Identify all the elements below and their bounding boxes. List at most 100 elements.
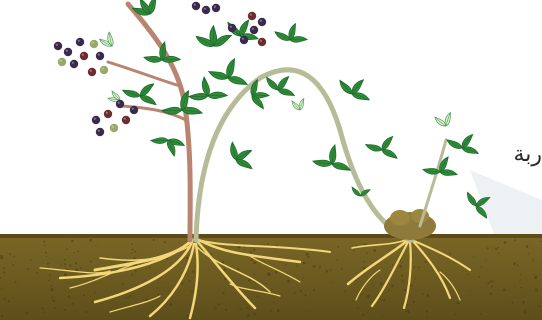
soil-surface-line <box>0 234 542 238</box>
soil-speckle <box>71 303 73 305</box>
soil-speckle <box>388 289 390 291</box>
berry-highlight <box>230 26 232 28</box>
soil-speckle <box>336 259 338 261</box>
soil-speckle <box>64 259 66 261</box>
soil-speckle <box>253 249 256 252</box>
soil-speckle <box>52 296 54 298</box>
soil-speckle <box>51 285 53 287</box>
berry-highlight <box>102 68 104 70</box>
soil-speckle <box>92 277 94 279</box>
soil-speckle <box>495 248 497 250</box>
arching-cane <box>196 70 412 240</box>
soil-speckle <box>300 290 302 292</box>
soil-speckle <box>166 258 168 260</box>
soil-speckle <box>415 278 417 280</box>
soil-speckle <box>169 303 172 306</box>
soil-speckle <box>237 268 239 270</box>
soil-speckle <box>313 265 316 268</box>
soil-speckle <box>218 303 220 305</box>
soil-speckle <box>50 278 51 279</box>
berry <box>122 116 130 124</box>
berry <box>116 100 124 108</box>
soil-speckle <box>74 252 75 253</box>
soil-speckle <box>179 241 180 242</box>
soil-speckle <box>454 313 456 315</box>
soil-speckle <box>520 274 522 276</box>
soil-speckle <box>490 293 493 296</box>
soil-speckle <box>30 259 32 261</box>
soil-speckle <box>128 297 129 298</box>
soil-speckle <box>353 250 355 252</box>
soil-speckle <box>253 261 256 264</box>
leaf <box>137 82 156 97</box>
soil-speckle <box>344 290 346 292</box>
berry <box>64 48 72 56</box>
berry <box>258 38 266 46</box>
soil-speckle <box>426 310 428 312</box>
leaf <box>202 77 209 96</box>
soil-speckle <box>131 243 133 245</box>
soil-speckle <box>358 278 359 279</box>
old-plant-stem <box>128 4 190 240</box>
soil-speckle <box>287 280 290 283</box>
soil-speckle <box>492 281 494 283</box>
berry-highlight <box>78 40 80 42</box>
soil-speckle <box>294 292 296 294</box>
soil-speckle <box>373 249 376 252</box>
soil-speckle <box>42 308 44 310</box>
soil-speckle <box>402 280 404 282</box>
soil-speckle <box>532 260 533 261</box>
berry-highlight <box>106 112 108 114</box>
berry-highlight <box>94 118 96 120</box>
soil-speckle <box>524 311 527 314</box>
soil-speckle <box>468 274 469 275</box>
soil-speckle <box>497 247 499 249</box>
berry-highlight <box>66 50 68 52</box>
leaf <box>150 136 168 145</box>
berry <box>58 58 66 66</box>
soil-speckle <box>135 270 137 272</box>
soil-speckle <box>526 245 529 248</box>
berry-highlight <box>252 28 254 30</box>
soil-speckle <box>268 272 270 274</box>
soil-speckle <box>51 297 52 298</box>
soil-speckle <box>308 311 309 312</box>
soil-speckle <box>401 275 403 277</box>
soil-speckle <box>122 283 124 285</box>
soil-speckle <box>43 241 45 243</box>
soil-speckle <box>514 286 515 287</box>
soil-speckle <box>391 284 394 287</box>
soil-speckle <box>157 294 159 296</box>
soil-speckle <box>27 268 29 270</box>
berry-highlight <box>214 6 216 8</box>
soil-speckle <box>69 264 71 266</box>
berry-highlight <box>56 44 58 46</box>
soil-speckle <box>1 315 3 317</box>
soil-speckle <box>277 309 280 312</box>
soil-speckle <box>64 309 66 311</box>
soil-speckle <box>481 266 483 268</box>
soil-speckle <box>246 307 248 309</box>
soil-speckle <box>244 246 245 247</box>
berry <box>212 4 220 12</box>
leaf <box>265 75 279 93</box>
berry-highlight <box>132 108 134 110</box>
leaf <box>446 136 463 152</box>
soil-speckle <box>410 284 413 287</box>
soil-speckle <box>513 262 516 265</box>
soil-speckle <box>239 308 241 310</box>
berry-highlight <box>90 70 92 72</box>
soil-speckle <box>450 305 451 306</box>
soil-speckle <box>372 286 373 287</box>
soil-speckle <box>517 264 519 266</box>
soil-speckle <box>487 247 489 249</box>
soil-speckle <box>129 295 131 297</box>
soil-speckle <box>156 287 158 289</box>
soil-speckle <box>214 305 215 306</box>
soil-speckle <box>75 262 77 264</box>
soil-speckle <box>296 265 297 266</box>
soil-speckle <box>413 267 415 269</box>
soil-speckle <box>71 240 74 243</box>
berry <box>250 26 258 34</box>
berry-highlight <box>60 60 62 62</box>
